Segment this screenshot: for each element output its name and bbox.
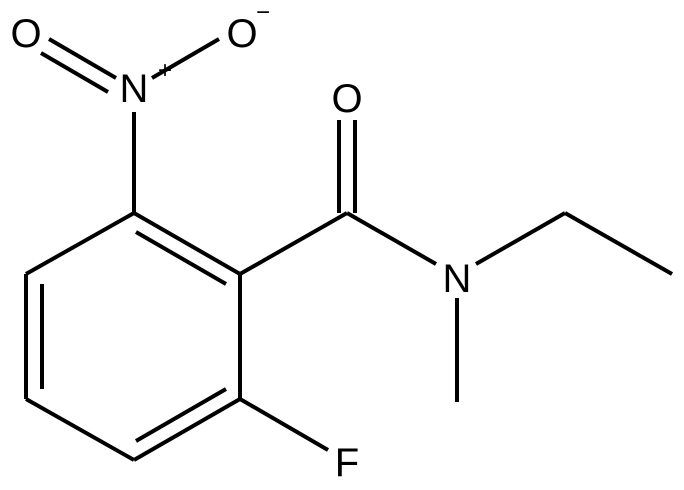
amide-nitrogen-label: N (443, 257, 472, 301)
benzene-ring (24, 211, 242, 462)
ring-bond-c4-c5 (25, 397, 135, 462)
nitro-oxygen-left-label: O (10, 12, 41, 56)
carbonyl-oxygen-label: O (331, 77, 362, 121)
nitro-nitrogen-charge: + (158, 57, 172, 84)
ring-bond-c1-c2-inner (134, 230, 228, 286)
bond-nitro-oxygen-right (150, 37, 221, 80)
bond-ring-carbonyl (239, 211, 348, 276)
bond-carbonyl-nitrogen (346, 211, 437, 266)
fluoro-substituent: F (238, 397, 359, 485)
ring-bond-c6-c1 (25, 211, 135, 276)
nitro-oxygen-right-label: O (226, 12, 257, 56)
ring-bond-c1-c2 (133, 211, 241, 276)
nitro-nitrogen-label: N (120, 67, 149, 111)
bond-ring-fluorine (238, 397, 330, 452)
fluorine-label: F (335, 441, 359, 485)
bond-nitrogen-ethyl (475, 211, 566, 266)
ring-bond-c3-c4 (133, 397, 241, 462)
nitro-oxygen-right-charge: − (256, 0, 270, 26)
nitro-group: N + O O − (10, 0, 270, 213)
bond-ethyl-methyl (564, 211, 673, 276)
bond-nitro-oxygen-left-b (39, 51, 110, 94)
ring-bond-c3-c4-inner (134, 387, 228, 443)
amide-group: O N (239, 77, 673, 402)
bond-nitro-oxygen-left-a (47, 37, 118, 80)
